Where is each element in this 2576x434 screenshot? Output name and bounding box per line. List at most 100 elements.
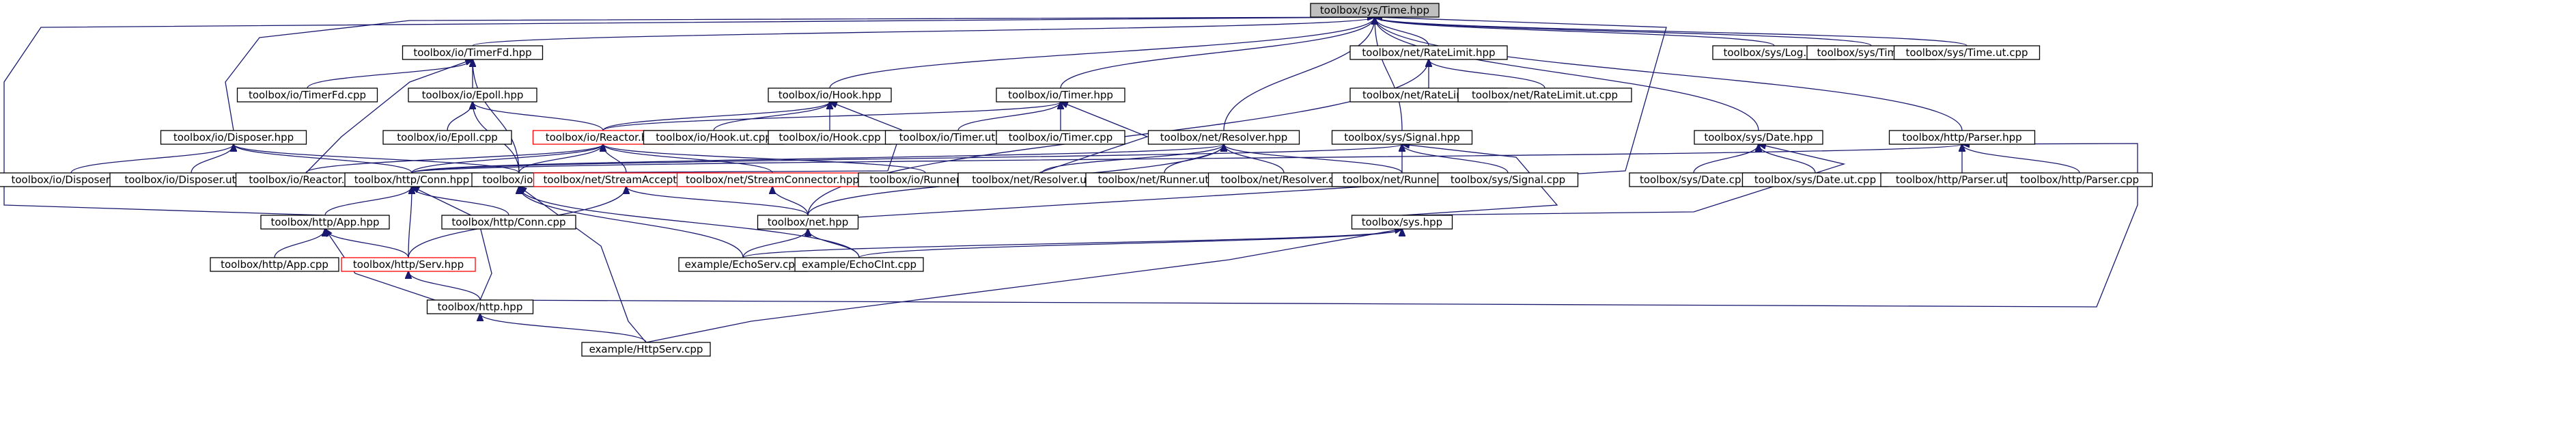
node-label: example/EchoClnt.cpp (802, 258, 916, 271)
node-time-ut-cpp[interactable]: toolbox/sys/Time.ut.cpp (1893, 45, 2041, 60)
node-parser-ut-cpp[interactable]: toolbox/http/Parser.ut.cpp (1880, 172, 2044, 187)
node-parser-cpp[interactable]: toolbox/http/Parser.cpp (2006, 172, 2153, 187)
node-ratelimit-ut-cpp[interactable]: toolbox/net/RateLimit.ut.cpp (1457, 87, 1632, 103)
node-net-runner-ut-cpp[interactable]: toolbox/net/Runner.ut.cpp (1085, 172, 1244, 187)
node-hook-hpp[interactable]: toolbox/io/Hook.hpp (768, 87, 892, 103)
node-app-hpp[interactable]: toolbox/http/App.hpp (260, 215, 390, 230)
node-box (441, 215, 576, 230)
node-label: toolbox/net/Resolver.cpp (1220, 174, 1347, 186)
edge-path (325, 229, 409, 258)
node-box (1351, 215, 1453, 230)
node-timer-ut-cpp[interactable]: toolbox/io/Timer.ut.cpp (884, 130, 1032, 145)
node-timer-hpp[interactable]: toolbox/io/Timer.hpp (996, 87, 1125, 103)
node-label: toolbox/sys/Signal.hpp (1344, 131, 1460, 144)
node-disposer-ut-cpp[interactable]: toolbox/io/Disposer.ut.cpp (109, 172, 273, 187)
node-resolver-cpp[interactable]: toolbox/net/Resolver.cpp (1207, 172, 1360, 187)
edge-path (1223, 17, 1375, 131)
edge-time-hpp-to-signal-hpp (1375, 17, 1403, 131)
node-epoll-cpp[interactable]: toolbox/io/Epoll.cpp (382, 130, 512, 145)
edge-path (1375, 17, 1775, 46)
edge-time-hpp-to-time-cpp (1375, 17, 1872, 46)
node-hook-ut-cpp[interactable]: toolbox/io/Hook.ut.cpp (643, 130, 785, 145)
edge-disposer-hpp-to-conn-hpp (234, 144, 412, 174)
node-date-ut-cpp[interactable]: toolbox/sys/Date.ut.cpp (1741, 172, 1889, 187)
edge-app-hpp-to-app-cpp (274, 229, 325, 258)
edge-path (447, 102, 473, 131)
edge-streamconnector-hpp-to-net-hpp (772, 187, 809, 216)
node-conn-cpp[interactable]: toolbox/http/Conn.cpp (441, 215, 576, 230)
node-label: toolbox/io/Hook.ut.cpp (656, 131, 772, 144)
edge-reactor-hpp-to-streamconnector-hpp (603, 144, 773, 174)
edge-disposer-hpp-to-io-hpp (234, 144, 520, 174)
node-label: toolbox/sys/Log.cpp (1724, 46, 1825, 59)
edge-path (473, 102, 604, 131)
node-timerfd-hpp[interactable]: toolbox/io/TimerFd.hpp (402, 45, 544, 60)
node-echoserv-cpp[interactable]: example/EchoServ.cpp (678, 257, 808, 272)
edge-resolver-hpp-to-conn-hpp (411, 144, 1224, 174)
edge-reactor-hpp-to-io-hpp (518, 144, 603, 174)
node-box (2006, 172, 2153, 187)
node-date-hpp[interactable]: toolbox/sys/Date.hpp (1694, 130, 1823, 145)
node-signal-hpp[interactable]: toolbox/sys/Signal.hpp (1331, 130, 1473, 145)
node-label: toolbox/http/Conn.hpp (354, 174, 469, 186)
node-reactor-cpp[interactable]: toolbox/io/Reactor.cpp (235, 172, 377, 187)
edge-path (479, 144, 2138, 308)
node-box (1694, 130, 1823, 145)
edge-hook-hpp-to-reactor-hpp (602, 102, 830, 131)
node-time-hpp[interactable]: toolbox/sys/Time.hpp (1310, 3, 1440, 18)
node-disposer-hpp[interactable]: toolbox/io/Disposer.hpp (160, 130, 307, 145)
edge-path (411, 144, 603, 174)
node-app-cpp[interactable]: toolbox/http/App.cpp (210, 257, 339, 272)
edge-signal-hpp-to-signal-cpp (1402, 144, 1509, 174)
node-serv-hpp[interactable]: toolbox/http/Serv.hpp (341, 257, 476, 272)
node-http-hpp[interactable]: toolbox/http.hpp (426, 299, 534, 314)
node-box (236, 87, 378, 103)
node-echoclnt-cpp[interactable]: example/EchoClnt.cpp (794, 257, 924, 272)
edge-time-hpp-to-log-cpp (1375, 17, 1775, 46)
edge-disposer-hpp-to-disposer-cpp (70, 144, 234, 174)
node-log-cpp[interactable]: toolbox/sys/Log.cpp (1712, 45, 1836, 60)
edge-streamacceptor-hpp-to-net-hpp (626, 187, 809, 216)
node-timerfd-cpp[interactable]: toolbox/io/TimerFd.cpp (236, 87, 378, 103)
node-label: toolbox/net/RateLimit.hpp (1362, 46, 1495, 59)
node-sys-hpp[interactable]: toolbox/sys.hpp (1351, 215, 1453, 230)
node-conn-hpp[interactable]: toolbox/http/Conn.hpp (344, 172, 479, 187)
edge-path (518, 102, 902, 174)
node-resolver-ut-cpp[interactable]: toolbox/net/Resolver.ut.cpp (957, 172, 1127, 187)
node-disposer-cpp[interactable]: toolbox/io/Disposer.cpp (0, 172, 145, 187)
edge-timer-hpp-to-reactor-hpp (602, 102, 1061, 131)
edge-time-hpp-to-app-hpp (3, 17, 1375, 216)
node-reactor-hpp[interactable]: toolbox/io/Reactor.hpp (532, 130, 674, 145)
edge-path (3, 17, 1375, 216)
edge-time-hpp-to-net-hpp (807, 17, 1667, 219)
node-httpserv-cpp[interactable]: example/HttpServ.cpp (581, 342, 711, 357)
node-parser-hpp[interactable]: toolbox/http/Parser.hpp (1888, 130, 2036, 145)
node-date-cpp[interactable]: toolbox/sys/Date.cpp (1629, 172, 1759, 187)
edge-path (713, 102, 830, 131)
node-box (768, 87, 892, 103)
node-net-hpp[interactable]: toolbox/net.hpp (757, 215, 859, 230)
node-signal-cpp[interactable]: toolbox/sys/Signal.cpp (1437, 172, 1579, 187)
node-label: toolbox/sys/Date.ut.cpp (1754, 174, 1876, 186)
edge-path (1375, 17, 1403, 131)
edge-path (602, 102, 830, 131)
edge-reactor-hpp-to-conn-hpp (411, 144, 603, 174)
node-hook-cpp[interactable]: toolbox/io/Hook.cpp (768, 130, 892, 145)
edge-path (234, 144, 520, 174)
edge-conn-hpp-to-serv-hpp (408, 187, 412, 258)
node-streamconnector-hpp[interactable]: toolbox/net/StreamConnector.hpp (676, 172, 869, 187)
node-label: toolbox/net/StreamConnector.hpp (686, 174, 859, 186)
edge-path (324, 187, 412, 216)
node-net-runner-cpp[interactable]: toolbox/net/Runner.cpp (1331, 172, 1473, 187)
edge-serv-hpp-to-http-hpp (408, 271, 481, 301)
edge-epoll-hpp-to-reactor-hpp (473, 102, 604, 131)
node-box (426, 299, 534, 314)
node-timer-cpp[interactable]: toolbox/io/Timer.cpp (996, 130, 1125, 145)
node-epoll-hpp[interactable]: toolbox/io/Epoll.hpp (408, 87, 537, 103)
edge-path (1693, 144, 1759, 174)
node-resolver-hpp[interactable]: toolbox/net/Resolver.hpp (1147, 130, 1300, 145)
node-streamacceptor-hpp[interactable]: toolbox/net/StreamAcceptor.hpp (533, 172, 720, 187)
node-label: toolbox/sys/Time.hpp (1320, 4, 1429, 16)
node-label: toolbox/io/Runner.cpp (869, 174, 981, 186)
node-ratelimit-hpp[interactable]: toolbox/net/RateLimit.hpp (1349, 45, 1508, 60)
